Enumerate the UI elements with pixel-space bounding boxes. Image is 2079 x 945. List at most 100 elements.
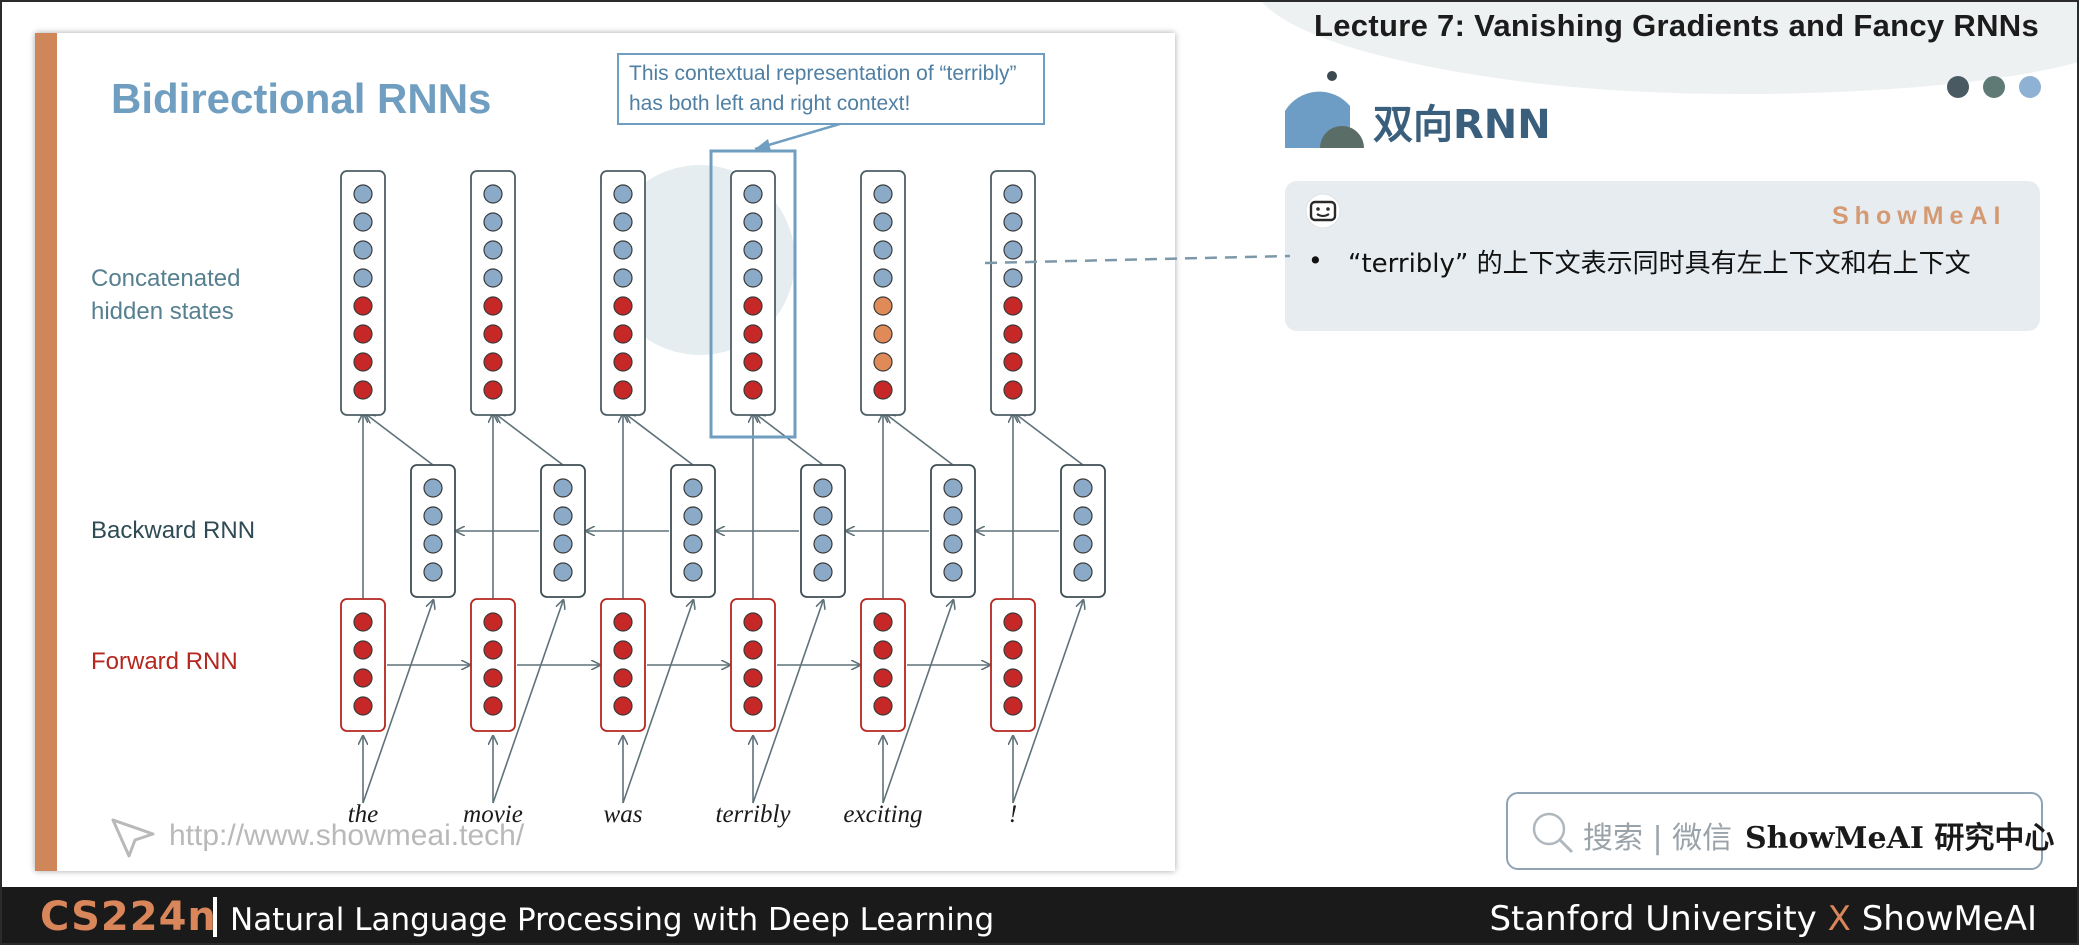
hidden-unit-dot [1003, 352, 1023, 372]
hidden-unit-dot [1003, 184, 1023, 204]
callout-text: This contextual representation of “terri… [629, 62, 1017, 115]
forward-unit-dot [613, 696, 633, 716]
concat-hidden-state-box [990, 170, 1036, 416]
forward-unit-dot [743, 612, 763, 632]
input-word: ! [1008, 801, 1018, 828]
backward-to-concat-arrow [497, 415, 564, 466]
bidirectional-rnn-diagram [340, 119, 1106, 804]
hidden-unit-dot [1003, 212, 1023, 232]
forward-unit-dot [743, 696, 763, 716]
concat-hidden-state-box [860, 170, 906, 416]
search-icon[interactable] [1530, 810, 1576, 856]
section-decoration-icon [1285, 71, 1364, 148]
search-brand: ShowMeAI 研究中心 [1745, 821, 2055, 856]
hidden-unit-dot [873, 268, 893, 288]
hidden-unit-dot [483, 212, 503, 232]
input-to-backward-arrow [882, 601, 953, 804]
concat-hidden-state-box [730, 170, 776, 416]
footer-credit-suffix: ShowMeAI [1850, 899, 2037, 939]
hidden-unit-dot [353, 240, 373, 260]
hidden-unit-dot [1003, 296, 1023, 316]
backward-unit-dot [423, 478, 443, 498]
note-text: “terribly” 的上下文表示同时具有左上下文和右上下文 [1348, 249, 1971, 279]
backward-unit-dot [683, 562, 703, 582]
label-backward-rnn: Backward RNN [91, 517, 256, 544]
hidden-unit-dot [483, 268, 503, 288]
hidden-unit-dot [613, 352, 633, 372]
indicator-dot [1947, 76, 1969, 98]
backward-unit-dot [423, 506, 443, 526]
backward-unit-dot [943, 562, 963, 582]
concat-hidden-state-box [600, 170, 646, 416]
label-concatenated-hidden-states: Concatenated hidden states [91, 265, 241, 325]
forward-unit-dot [353, 696, 373, 716]
backward-unit-dot [943, 506, 963, 526]
label-forward-rnn: Forward RNN [91, 648, 238, 675]
lecture-slide: Bidirectional RNNs This contextual repre… [35, 33, 1175, 871]
backward-unit-dot [553, 478, 573, 498]
input-to-backward-arrow [362, 601, 433, 804]
forward-unit-dot [613, 612, 633, 632]
hidden-unit-dot [613, 184, 633, 204]
forward-unit-dot [1003, 696, 1023, 716]
hidden-unit-dot [483, 352, 503, 372]
hidden-unit-dot [743, 380, 763, 400]
footer-credit: Stanford University X ShowMeAI [1489, 899, 2037, 939]
hidden-unit-dot [873, 324, 893, 344]
backward-unit-dot [813, 534, 833, 554]
backward-to-concat-arrow [887, 415, 954, 466]
forward-unit-dot [873, 612, 893, 632]
hidden-unit-dot [743, 352, 763, 372]
forward-rnn-cell [600, 598, 646, 732]
backward-unit-dot [943, 478, 963, 498]
forward-unit-dot [743, 640, 763, 660]
hidden-unit-dot [873, 240, 893, 260]
hidden-unit-dot [873, 380, 893, 400]
header-wave [1260, 0, 2079, 94]
backward-to-concat-arrow [1017, 415, 1084, 466]
forward-rnn-cell [470, 598, 516, 732]
backward-unit-dot [683, 534, 703, 554]
hidden-unit-dot [353, 296, 373, 316]
backward-unit-dot [813, 478, 833, 498]
backward-rnn-cell [800, 464, 846, 598]
forward-unit-dot [1003, 640, 1023, 660]
hidden-unit-dot [873, 352, 893, 372]
footer-separator [213, 897, 217, 937]
hidden-unit-dot [613, 296, 633, 316]
hidden-unit-dot [873, 212, 893, 232]
indicator-dot [2019, 76, 2041, 98]
hidden-unit-dot [483, 184, 503, 204]
backward-to-concat-arrow [367, 415, 434, 466]
input-to-backward-arrow [622, 601, 693, 804]
backward-unit-dot [1073, 478, 1093, 498]
concat-hidden-state-box [340, 170, 386, 416]
backward-rnn-cell [930, 464, 976, 598]
forward-rnn-cell [860, 598, 906, 732]
hidden-unit-dot [353, 324, 373, 344]
hidden-unit-dot [1003, 268, 1023, 288]
hidden-unit-dot [613, 212, 633, 232]
forward-unit-dot [1003, 668, 1023, 688]
concat-hidden-state-box [470, 170, 516, 416]
input-word: the [347, 801, 379, 828]
footer-subtitle: Natural Language Processing with Deep Le… [230, 902, 995, 938]
callout-pointer-line [754, 119, 851, 151]
forward-unit-dot [353, 612, 373, 632]
forward-unit-dot [483, 668, 503, 688]
input-to-backward-arrow [752, 601, 823, 804]
footer-course: CS224n [40, 894, 217, 940]
hidden-unit-dot [483, 240, 503, 260]
hidden-unit-dot [743, 184, 763, 204]
showmeai-url-link[interactable]: http://www.showmeai.tech/ [169, 819, 525, 852]
backward-to-concat-arrow [627, 415, 694, 466]
forward-unit-dot [353, 668, 373, 688]
robot-icon [1305, 193, 1341, 229]
footer-credit-x: X [1827, 899, 1851, 939]
search-box[interactable] [1506, 792, 2043, 870]
hidden-unit-dot [873, 184, 893, 204]
hidden-unit-dot [483, 324, 503, 344]
forward-unit-dot [483, 612, 503, 632]
forward-rnn-cell [340, 598, 386, 732]
